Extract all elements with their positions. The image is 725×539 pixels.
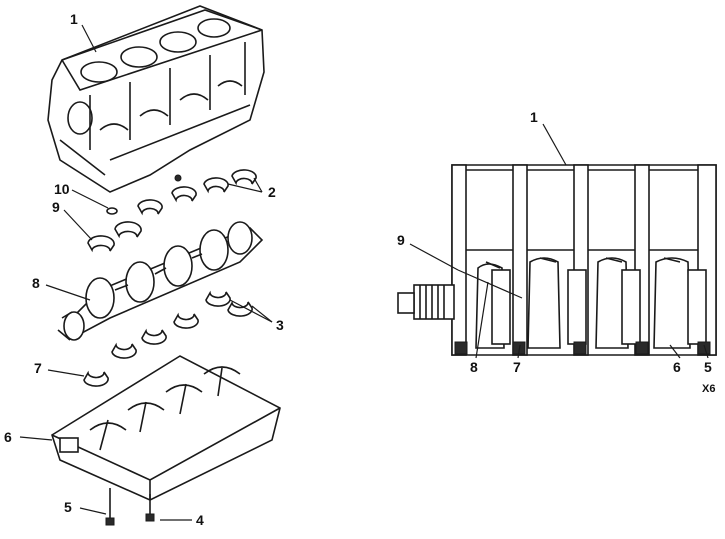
exploded-label-10: 10 — [54, 181, 70, 197]
exploded-label-3: 3 — [276, 317, 284, 333]
thrust-washers — [87, 207, 142, 253]
exploded-label-7: 7 — [34, 360, 42, 376]
bearing-cap-shells — [83, 370, 109, 387]
cylinder-block — [47, 5, 265, 193]
crankshaft — [57, 221, 264, 341]
exploded-label-5: 5 — [64, 499, 72, 515]
section-label-1: 1 — [530, 109, 538, 125]
section-label-6: 6 — [673, 359, 681, 375]
leader-lines-right — [409, 123, 709, 359]
crank-nose-gear — [397, 284, 455, 320]
exploded-label-1: 1 — [70, 11, 78, 27]
section-label-7: 7 — [513, 359, 521, 375]
crank-webs — [475, 257, 707, 349]
bulkheads — [451, 164, 717, 356]
exploded-label-9: 9 — [52, 199, 60, 215]
main-bearing-cap-ladder — [51, 355, 281, 501]
exploded-label-6: 6 — [4, 429, 12, 445]
figure-code: X6 — [702, 383, 715, 395]
section-label-8: 8 — [470, 359, 478, 375]
exploded-view: 1 2 3 4 5 6 7 8 9 10 — [4, 5, 284, 528]
exploded-label-2: 2 — [268, 184, 276, 200]
section-label-9: 9 — [397, 232, 405, 248]
leader-lines-left — [19, 24, 273, 521]
bearing-caps — [454, 341, 711, 355]
section-view: 1 9 8 7 6 5 X6 — [397, 109, 717, 395]
bolts — [105, 488, 155, 526]
upper-bearing-shells — [137, 169, 257, 216]
section-label-5: 5 — [704, 359, 712, 375]
lower-bearing-shells — [111, 290, 253, 359]
exploded-label-8: 8 — [32, 275, 40, 291]
exploded-label-4: 4 — [196, 512, 204, 528]
